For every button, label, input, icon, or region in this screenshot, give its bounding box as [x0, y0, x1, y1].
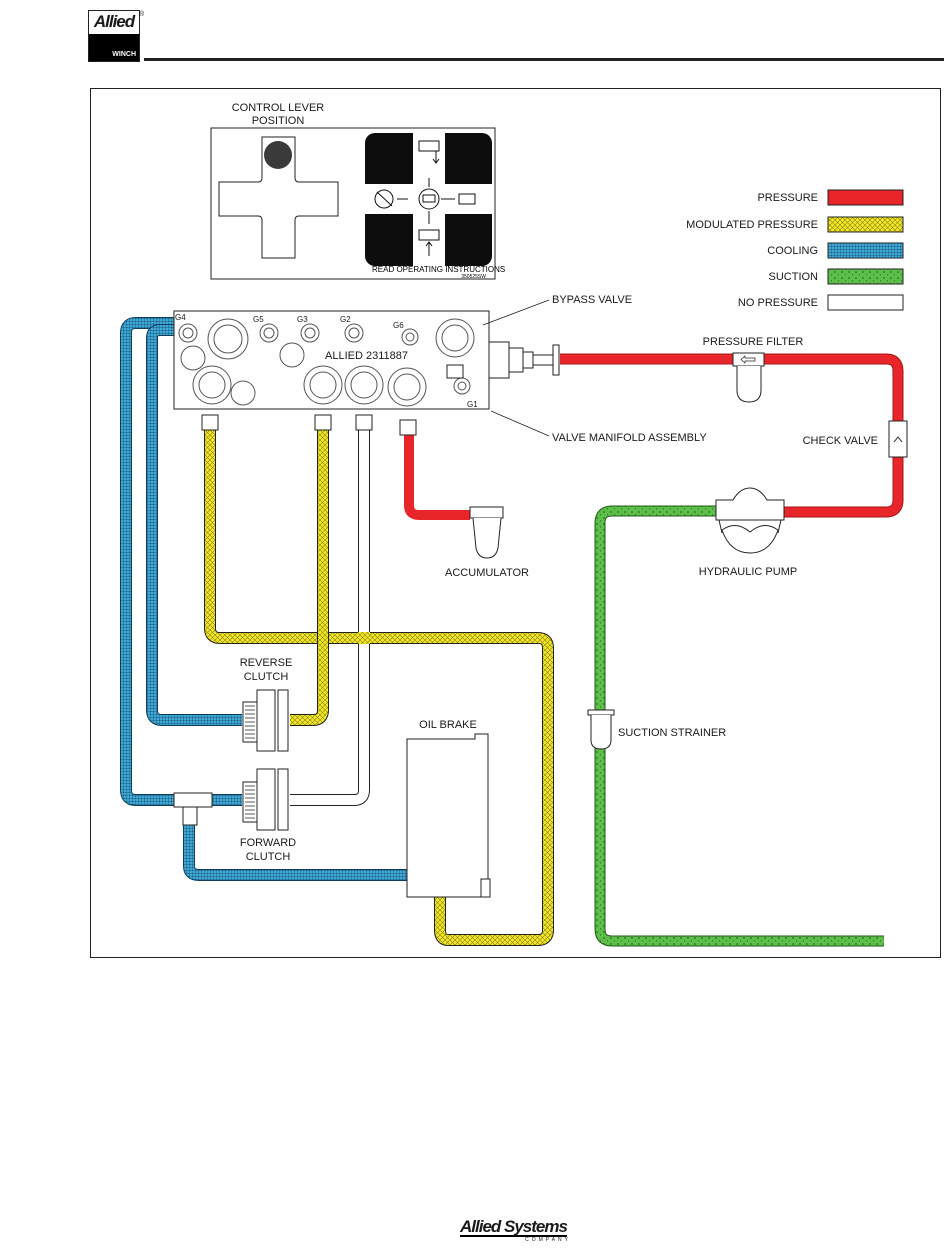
port-g6: G6: [393, 321, 404, 330]
legend-label: MODULATED PRESSURE: [686, 219, 818, 231]
accumulator-label: ACCUMULATOR: [445, 567, 529, 579]
cooling-hose-brake: [183, 825, 408, 881]
no-winch-icon: [374, 189, 394, 209]
legend-label: PRESSURE: [757, 192, 818, 204]
logo-sub: WINCH: [89, 34, 139, 61]
lever-knob-icon: [264, 141, 292, 169]
winch-neutral-icon: [418, 188, 440, 210]
lever-gate-cross: [218, 136, 339, 259]
check-arrow-icon: [893, 436, 903, 443]
registered-mark: ®: [139, 11, 145, 18]
allied-systems-logo: Allied Systems COMPANY: [460, 1218, 575, 1244]
check-valve-label: CHECK VALVE: [803, 435, 878, 447]
decal-part-number: 350525SW: [461, 274, 486, 280]
legend-label: NO PRESSURE: [738, 297, 818, 309]
control-lever-panel: CONTROL LEVER POSITION READ OPERATING IN: [210, 102, 505, 280]
header-rule: [144, 58, 944, 61]
logo-brand: Allied: [93, 12, 135, 31]
legend-swatch: [827, 242, 904, 259]
legend: PRESSURE MODULATED PRESSURE COOLING SUCTION…: [686, 189, 904, 311]
valve-manifold: G4 G5 G3 G2 G6 G1 ALLIED 2311887: [173, 310, 560, 436]
winch-right-icon: [458, 193, 476, 205]
manifold-leader: [490, 410, 550, 437]
control-lever-title-2: POSITION: [252, 115, 305, 127]
flow-arrow-icon: [740, 355, 756, 364]
pressure-filter-label: PRESSURE FILTER: [703, 336, 804, 348]
legend-label: COOLING: [767, 245, 818, 257]
footer-sub: COMPANY: [525, 1237, 571, 1243]
check-valve: CHECK VALVE: [803, 420, 908, 458]
port-g3: G3: [297, 315, 308, 324]
pressure-hose-accumulator: [404, 435, 470, 520]
forward-clutch-label-2: CLUTCH: [246, 851, 291, 863]
port-g4: G4: [175, 313, 186, 322]
port-g5: G5: [253, 315, 264, 324]
legend-swatch: [827, 216, 904, 233]
legend-label: SUCTION: [769, 271, 819, 283]
port-g2: G2: [340, 315, 351, 324]
control-decal: READ OPERATING INSTRUCTIONS 350525SW: [365, 133, 505, 280]
pressure-filter: PRESSURE FILTER: [703, 336, 804, 403]
suction-strainer: SUCTION STRAINER: [587, 709, 726, 750]
footer-brand: Allied Systems: [460, 1217, 568, 1237]
winch-drum-up-icon: [418, 140, 440, 152]
bypass-valve-leader: [482, 299, 550, 326]
oil-brake-label: OIL BRAKE: [419, 719, 477, 731]
accumulator: ACCUMULATOR: [445, 506, 529, 579]
reverse-clutch: REVERSE CLUTCH: [240, 657, 293, 752]
forward-clutch: FORWARD CLUTCH: [240, 768, 296, 863]
reverse-clutch-label-2: CLUTCH: [244, 671, 289, 683]
allied-winch-logo: Allied WINCH: [88, 10, 140, 62]
legend-swatch: [827, 268, 904, 285]
hydraulic-pump: HYDRAULIC PUMP: [699, 487, 797, 578]
decal-text: READ OPERATING INSTRUCTIONS: [372, 265, 505, 274]
forward-clutch-label-1: FORWARD: [240, 837, 296, 849]
hydraulic-pump-label: HYDRAULIC PUMP: [699, 566, 797, 578]
winch-drum-down-icon: [418, 229, 440, 241]
manifold-part-label: ALLIED 2311887: [325, 350, 408, 362]
bypass-valve-label: BYPASS VALVE: [552, 294, 632, 306]
port-g1: G1: [467, 400, 478, 409]
diagram-frame: [90, 88, 941, 958]
legend-swatch: [827, 189, 904, 206]
suction-strainer-label: SUCTION STRAINER: [618, 727, 726, 739]
reverse-clutch-label-1: REVERSE: [240, 657, 293, 669]
cooling-tee-fitting: [173, 792, 213, 826]
oil-brake: OIL BRAKE: [406, 719, 491, 898]
legend-swatch: [827, 294, 904, 311]
control-lever-title-1: CONTROL LEVER: [232, 102, 325, 114]
valve-manifold-assembly-label: VALVE MANIFOLD ASSEMBLY: [552, 432, 707, 444]
